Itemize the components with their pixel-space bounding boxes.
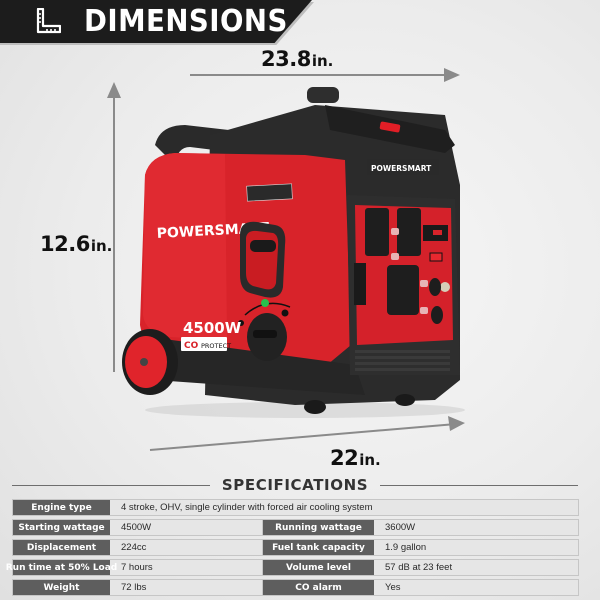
- spec-label: Starting wattage: [13, 520, 110, 535]
- spec-value: 4500W: [110, 520, 263, 535]
- spec-value: 72 lbs: [110, 580, 263, 595]
- header-banner: [0, 0, 312, 43]
- spec-value: 4 stroke, OHV, single cylinder with forc…: [121, 502, 373, 513]
- svg-text:PROTECT: PROTECT: [201, 342, 231, 350]
- svg-text:4500W: 4500W: [183, 319, 242, 337]
- height-dimension-label: 12.6in.: [40, 232, 113, 256]
- generator-product-image: POWERSMART 4500W CO PROTECT POWERSMART: [122, 87, 465, 418]
- divider: [12, 484, 210, 486]
- spec-label: Weight: [13, 580, 110, 595]
- svg-text:POWERSMART: POWERSMART: [371, 164, 432, 173]
- spec-label: Running wattage: [263, 520, 374, 535]
- spec-label: Fuel tank capacity: [263, 540, 374, 555]
- divider: [380, 484, 579, 486]
- spec-label: Volume level: [263, 560, 374, 575]
- specifications-title: SPECIFICATIONS: [221, 476, 369, 494]
- table-row: Displacement 224cc Fuel tank capacity 1.…: [12, 539, 579, 556]
- spec-label: Run time at 50% Load: [6, 560, 117, 575]
- spec-value: Yes: [385, 582, 401, 593]
- table-row: Weight 72 lbs CO alarm Yes: [12, 579, 579, 596]
- page-title: DIMENSIONS: [84, 4, 288, 39]
- ruler-icon: [36, 8, 61, 34]
- svg-text:CO: CO: [184, 341, 199, 351]
- spec-label: Engine type: [13, 500, 110, 515]
- spec-value: 57 dB at 23 feet: [385, 562, 453, 573]
- arrow-right-icon: [448, 416, 465, 431]
- table-row: Starting wattage 4500W Running wattage 3…: [12, 519, 579, 536]
- spec-label: CO alarm: [263, 580, 374, 595]
- spec-value: 224cc: [110, 540, 263, 555]
- table-row: Run time at 50% Load 7 hours Volume leve…: [6, 559, 579, 576]
- arrow-up-icon: [107, 82, 121, 98]
- spec-value: 3600W: [385, 522, 416, 533]
- spec-value: 7 hours: [110, 560, 263, 575]
- spec-value: 1.9 gallon: [385, 542, 427, 553]
- specifications-heading: SPECIFICATIONS: [12, 474, 579, 496]
- width-dimension-label: 23.8in.: [261, 47, 334, 71]
- table-row: Engine type 4 stroke, OHV, single cylind…: [12, 499, 579, 516]
- depth-dimension-label: 22in.: [330, 446, 381, 470]
- arrow-right-icon: [444, 68, 460, 82]
- spec-label: Displacement: [13, 540, 110, 555]
- specifications-table: Engine type 4 stroke, OHV, single cylind…: [6, 499, 579, 599]
